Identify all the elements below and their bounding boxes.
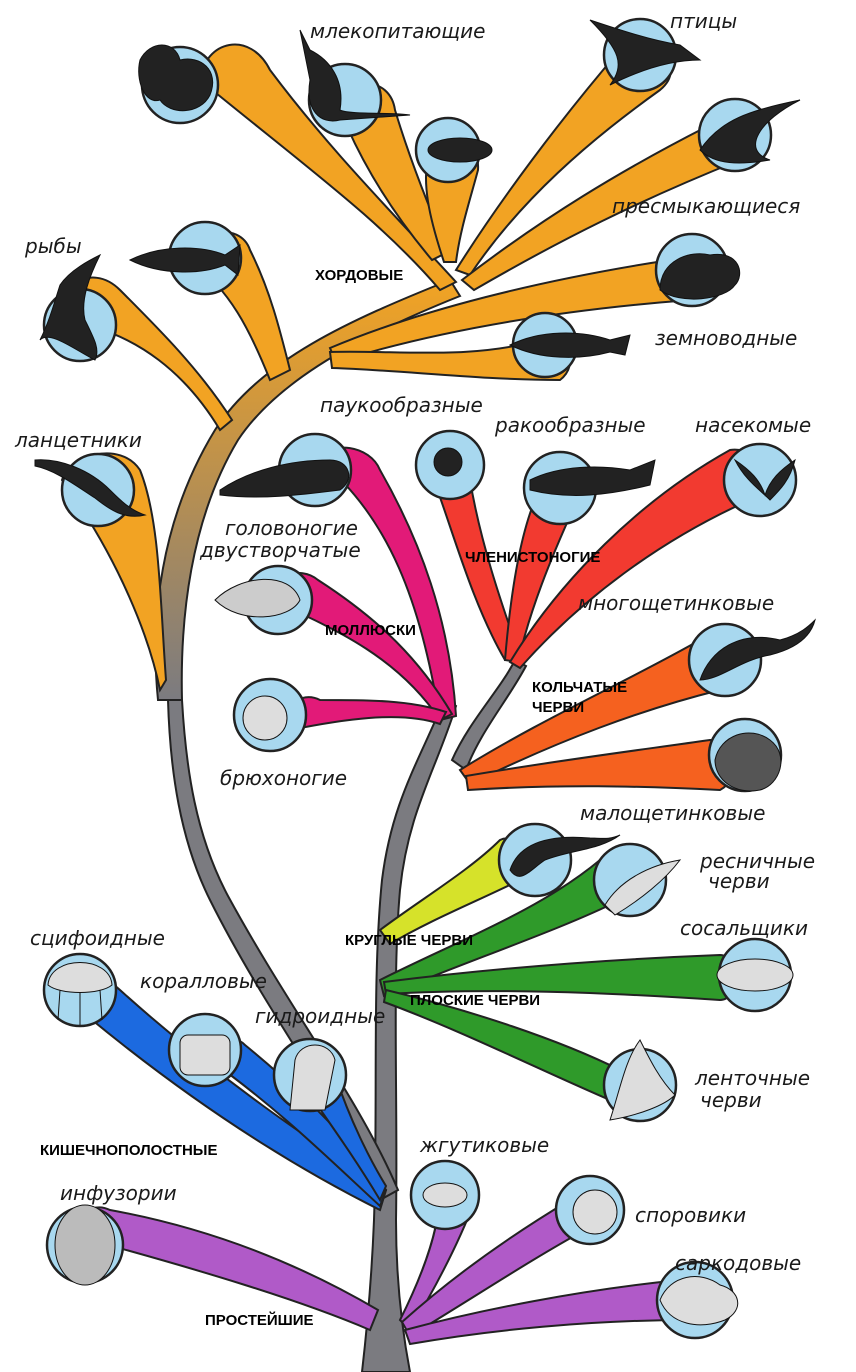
group-molluscs: МОЛЛЮСКИ bbox=[325, 622, 416, 639]
label-arachnids: паукообразные bbox=[320, 393, 483, 417]
label-lancelets: ланцетники bbox=[14, 428, 142, 452]
group-roundworms: КРУГЛЫЕ ЧЕРВИ bbox=[345, 932, 473, 949]
spider-icon bbox=[434, 448, 462, 476]
flagellate-icon bbox=[423, 1183, 467, 1207]
label-gastropods: брюхоногие bbox=[220, 766, 347, 790]
platypus-icon bbox=[428, 138, 492, 162]
label-scyphozoa: сцифоидные bbox=[30, 926, 165, 950]
label-tapeworms-2: черви bbox=[700, 1088, 762, 1112]
group-protozoa: ПРОСТЕЙШИЕ bbox=[205, 1311, 314, 1329]
group-coelenterates: КИШЕЧНОПОЛОСТНЫЕ bbox=[40, 1142, 217, 1159]
ciliate-icon bbox=[55, 1205, 115, 1285]
label-sarcodina: саркодовые bbox=[675, 1251, 801, 1275]
group-annelids-2: ЧЕРВИ bbox=[532, 699, 584, 716]
label-sporozoa: споровики bbox=[635, 1203, 746, 1227]
label-insects: насекомые bbox=[695, 413, 811, 437]
label-tapeworms-1: ленточные bbox=[694, 1066, 810, 1090]
label-crustaceans: ракообразные bbox=[494, 413, 646, 437]
coral-icon bbox=[180, 1035, 230, 1075]
label-ciliates: инфузории bbox=[60, 1181, 177, 1205]
label-mammals: млекопитающие bbox=[310, 19, 485, 43]
label-flukes: сосальщики bbox=[680, 916, 808, 940]
group-annelids-1: КОЛЬЧАТЫЕ bbox=[532, 679, 627, 696]
sporozoan-icon bbox=[573, 1190, 617, 1234]
label-turbellaria-2: черви bbox=[708, 869, 770, 893]
label-oligochaetes: малощетинковые bbox=[580, 801, 765, 825]
label-polychaetes: многощетинковые bbox=[578, 591, 774, 615]
group-arthropods: ЧЛЕНИСТОНОГИЕ bbox=[465, 549, 600, 566]
label-flagellates: жгутиковые bbox=[419, 1133, 549, 1157]
label-corals: коралловые bbox=[140, 969, 267, 993]
group-flatworms: ПЛОСКИЕ ЧЕРВИ bbox=[410, 992, 540, 1009]
squid-icon bbox=[220, 460, 349, 497]
clam-icon bbox=[215, 579, 300, 617]
label-reptiles: пресмыкающиеся bbox=[612, 194, 800, 218]
label-birds: птицы bbox=[670, 9, 737, 33]
earthworm-icon bbox=[715, 733, 781, 791]
fluke-icon bbox=[717, 959, 793, 991]
group-chordates: ХОРДОВЫЕ bbox=[315, 267, 403, 284]
label-hydrozoa: гидроидные bbox=[255, 1004, 385, 1028]
label-amphibians: земноводные bbox=[655, 326, 797, 350]
label-bivalves: двустворчатые bbox=[199, 538, 361, 562]
label-cephalopods: головоногие bbox=[225, 516, 358, 540]
label-fishes: рыбы bbox=[24, 234, 82, 258]
snail-icon bbox=[243, 696, 287, 740]
